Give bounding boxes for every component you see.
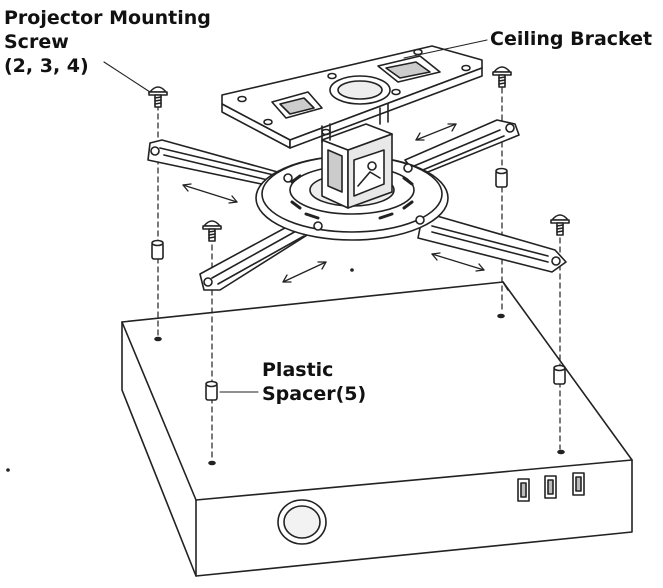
- label-plastic-spacer: Plastic Spacer(5): [262, 358, 366, 406]
- center-column: [322, 124, 392, 208]
- adjust-arrows: [183, 124, 484, 282]
- label-mounting-screw-line2: Screw: [4, 31, 69, 53]
- screw-icon: [149, 87, 167, 107]
- lens-icon: [278, 500, 326, 544]
- screw-icon: [551, 215, 569, 235]
- spacer-icon: [496, 169, 507, 188]
- control-buttons: [518, 473, 584, 501]
- spacer-icon: [152, 241, 163, 260]
- leader-lines: [104, 40, 487, 392]
- label-mounting-screw: Projector Mounting Screw (2, 3, 4): [4, 6, 211, 78]
- label-mounting-screw-line1: Projector Mounting: [4, 7, 211, 29]
- ceiling-bracket: [222, 46, 482, 148]
- label-ceiling-bracket: Ceiling Bracket: [490, 28, 653, 50]
- label-plastic-spacer-line2: Spacer(5): [262, 383, 367, 405]
- screw-icon: [203, 221, 221, 241]
- label-plastic-spacer-line1: Plastic: [262, 359, 334, 381]
- mounting-holes: [155, 315, 564, 465]
- projector-body: [122, 282, 632, 576]
- screw-icon: [493, 67, 511, 87]
- spacer-icon: [206, 382, 217, 401]
- label-mounting-screw-line3: (2, 3, 4): [4, 55, 89, 77]
- spacer-icon: [554, 366, 565, 385]
